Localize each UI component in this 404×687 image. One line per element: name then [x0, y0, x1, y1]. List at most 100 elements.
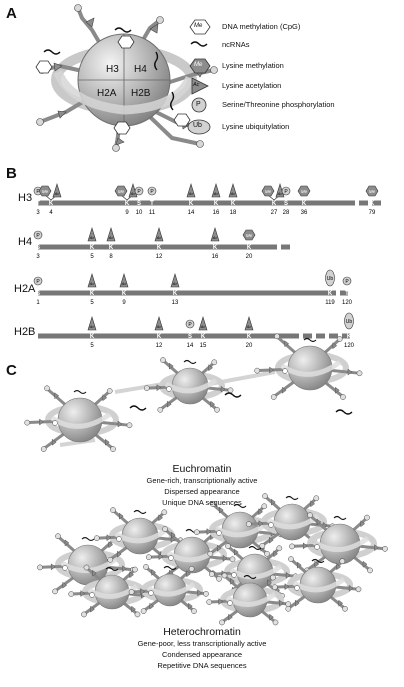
legend-dna-methylation-icon	[189, 19, 211, 35]
position-label: 12	[156, 343, 163, 349]
lysine-acetylation-icon	[211, 182, 221, 198]
mark-symbol: P	[36, 279, 40, 285]
legend-label-lysine-methylation: Lysine methylation	[222, 61, 284, 70]
position-label: 10	[136, 210, 143, 216]
nucleosome	[128, 564, 209, 614]
lysine-acetylation-icon	[210, 226, 220, 242]
mark-symbol: Ub	[346, 319, 353, 325]
site-K13: K 13 Ac	[170, 272, 180, 306]
mark-symbol: P	[150, 189, 154, 195]
lysine-methylation-icon	[297, 185, 311, 197]
euchromatin-line-3: Unique DNA sequences	[162, 498, 242, 507]
mark-symbol: Ac	[89, 235, 95, 240]
mark-symbol: Ac	[172, 281, 178, 286]
residue-label: S	[36, 291, 40, 297]
nucleosome	[271, 556, 362, 612]
residue-label: S	[137, 201, 141, 207]
lysine-acetylation-icon	[52, 182, 62, 198]
ubiquitylation-icon	[344, 312, 354, 330]
mark-symbol: P	[137, 189, 141, 195]
residue-label: K	[370, 201, 375, 207]
phosphorylation-icon	[33, 230, 43, 240]
ubiquitylation-icon	[325, 269, 335, 287]
mark-symbol: P	[284, 189, 288, 195]
heterochromatin-line-1: Gene-poor, less transcriptionally active	[137, 639, 267, 648]
label-h4: H4	[134, 64, 147, 75]
legend-label-ncrnas: ncRNAs	[222, 40, 250, 49]
panel-a-label: A	[6, 5, 17, 22]
residue-label: T	[345, 291, 349, 297]
lysine-acetylation-icon	[106, 226, 116, 242]
mark-symbol: Me	[301, 189, 308, 194]
lysine-acetylation-icon	[87, 272, 97, 288]
tail-bar	[38, 333, 290, 339]
ncrna-strands	[129, 392, 353, 415]
legend-ncrna-icon	[190, 41, 208, 47]
euchromatin-fibre	[24, 333, 363, 452]
heterochromatin-caption: Heterochromatin Gene-poor, less transcri…	[0, 626, 404, 671]
heterochromatin-fibre	[37, 493, 388, 626]
phosphorylation-icon	[342, 276, 352, 286]
site-S1: S1P	[33, 276, 43, 306]
residue-label: K	[173, 291, 178, 297]
residue-label: K	[90, 291, 95, 297]
legend-sym-2: Me	[194, 62, 203, 68]
residue-label: S	[284, 201, 288, 207]
lysine-acetylation-icon	[119, 272, 129, 288]
nucleosome	[193, 501, 284, 557]
euchromatin-caption: Euchromatin Gene-rich, transcriptionally…	[0, 463, 404, 508]
nucleosome	[206, 572, 292, 626]
mark-symbol: Me	[246, 233, 253, 238]
legend-sym-4: P	[196, 101, 201, 108]
residue-label: K	[214, 201, 219, 207]
mark-symbol: P	[188, 322, 192, 328]
label-h2a: H2A	[97, 88, 117, 99]
nucleosome	[143, 357, 234, 413]
position-label: 120	[342, 300, 353, 306]
position-label: 28	[283, 210, 290, 216]
position-label: 9	[125, 210, 129, 216]
mark-symbol: Ac	[213, 191, 219, 196]
euchromatin-line-2: Dispersed appearance	[164, 487, 240, 496]
lysine-methylation-icon	[114, 185, 128, 197]
position-label: 18	[230, 210, 237, 216]
mark-symbol: Ac	[200, 324, 206, 329]
site-S3: S3P	[33, 230, 43, 260]
heterochromatin-line-2: Condensed appearance	[161, 650, 243, 659]
lysine-acetylation-icon	[228, 182, 238, 198]
panel-c-label: C	[6, 362, 17, 379]
position-label: 79	[369, 210, 376, 216]
legend-label-lysine-acetylation: Lysine acetylation	[222, 81, 282, 90]
mark-symbol: Ac	[108, 235, 114, 240]
mark-symbol: Me	[42, 189, 49, 194]
residue-label: K	[125, 201, 130, 207]
residue-label: T	[150, 201, 154, 207]
residue-label: K	[247, 245, 252, 251]
residue-label: K	[201, 334, 206, 340]
residue-label: K	[49, 201, 54, 207]
legend-sym-0: Me	[194, 23, 203, 29]
histone-label-h4: H4	[18, 236, 33, 248]
lysine-acetylation-icon	[198, 315, 208, 331]
position-label: 13	[172, 300, 179, 306]
legend-label-ubiquitylation: Lysine ubiquitylation	[222, 122, 290, 131]
panel-b-label: B	[6, 165, 17, 182]
mark-symbol: Ac	[230, 191, 236, 196]
mark-symbol: Me	[118, 189, 125, 194]
residue-label: K	[247, 334, 252, 340]
residue-label: K	[157, 245, 162, 251]
